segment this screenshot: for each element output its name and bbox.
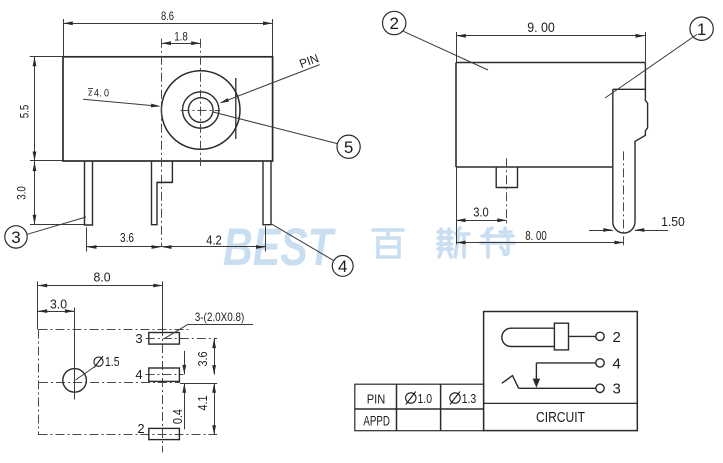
svg-text:5: 5	[344, 138, 353, 157]
svg-text:4.1: 4.1	[195, 396, 210, 411]
svg-text:2: 2	[613, 329, 621, 346]
svg-text:1.50: 1.50	[661, 214, 685, 229]
svg-text:1.8: 1.8	[174, 30, 188, 44]
svg-text:3.6: 3.6	[195, 352, 210, 367]
svg-text:APPD: APPD	[363, 414, 390, 429]
svg-text:0.4: 0.4	[170, 409, 185, 424]
svg-text:3: 3	[135, 331, 142, 346]
svg-text:4. 0: 4. 0	[94, 88, 109, 100]
svg-text:8.6: 8.6	[161, 11, 174, 23]
svg-text:1.0: 1.0	[418, 391, 433, 406]
svg-text:3.6: 3.6	[120, 231, 134, 245]
svg-text:z: z	[88, 88, 93, 98]
svg-text:CIRCUIT: CIRCUIT	[536, 409, 585, 426]
svg-text:4.2: 4.2	[206, 233, 222, 247]
svg-text:4: 4	[613, 355, 621, 372]
svg-text:3.0: 3.0	[15, 186, 29, 200]
svg-text:1.5: 1.5	[105, 354, 120, 369]
svg-text:3.0: 3.0	[473, 205, 489, 220]
svg-text:4: 4	[338, 257, 347, 276]
svg-text:8. 00: 8. 00	[525, 228, 547, 243]
svg-text:2: 2	[389, 14, 398, 33]
svg-text:8.0: 8.0	[94, 269, 111, 284]
svg-text:BEST: BEST	[223, 218, 337, 277]
svg-text:1: 1	[697, 20, 706, 39]
svg-text:3: 3	[613, 381, 621, 398]
svg-text:9. 00: 9. 00	[527, 20, 555, 35]
svg-text:2: 2	[137, 421, 144, 436]
svg-text:PIN: PIN	[297, 51, 320, 71]
svg-text:3: 3	[11, 228, 20, 247]
svg-text:5.5: 5.5	[18, 104, 32, 118]
svg-text:3-(2.0X0.8): 3-(2.0X0.8)	[195, 310, 245, 324]
svg-text:3.0: 3.0	[50, 297, 67, 312]
svg-text:4: 4	[135, 367, 142, 382]
svg-text:1.3: 1.3	[462, 391, 477, 406]
svg-text:PIN: PIN	[367, 392, 386, 407]
